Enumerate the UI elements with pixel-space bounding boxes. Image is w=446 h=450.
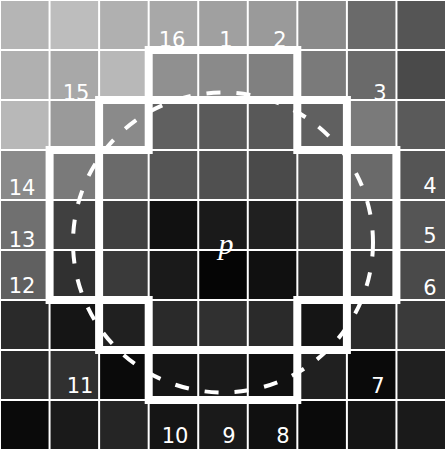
pixel-cell (348, 401, 396, 449)
callout-number: 14 (9, 178, 36, 199)
pixel-cell (298, 151, 346, 199)
pixel-cell (298, 301, 346, 349)
callout-number: 3 (373, 83, 386, 104)
pixel-cell (100, 401, 148, 449)
pixel-cell (249, 201, 297, 249)
pixel-cell (1, 301, 49, 349)
pixel-cell (51, 351, 99, 399)
pixel-cell (298, 1, 346, 49)
pixel-cell (298, 51, 346, 99)
pixel-cell (1, 251, 49, 299)
pixel-cell (298, 401, 346, 449)
pixel-cell (298, 351, 346, 399)
callout-number: 9 (222, 426, 235, 447)
ring-outline (99, 100, 347, 350)
pixel-cell (249, 1, 297, 49)
pixel-cell (249, 251, 297, 299)
pixel-cell (249, 101, 297, 149)
pixel-cell (150, 51, 198, 99)
pixel-cell (100, 1, 148, 49)
callout-number: 13 (9, 230, 36, 251)
pixel-cell (397, 201, 445, 249)
callout-number: 6 (423, 278, 436, 299)
pixel-cell (1, 351, 49, 399)
pixel-cell (249, 51, 297, 99)
pixel-cell (199, 151, 247, 199)
pixel-cell (348, 301, 396, 349)
pixel-cell (397, 401, 445, 449)
callout-number: 1 (219, 30, 232, 51)
callout-number: 10 (162, 426, 189, 447)
pixel-cell (348, 51, 396, 99)
pixel-cell (1, 1, 49, 49)
pixel-cell (150, 151, 198, 199)
callout-number: 12 (9, 276, 36, 297)
pixel-cell (100, 101, 148, 149)
callout-number: 11 (67, 376, 94, 397)
pixel-cell (348, 351, 396, 399)
pixel-cell (397, 151, 445, 199)
pixel-cell (249, 301, 297, 349)
pixel-cell (1, 101, 49, 149)
callout-number: 15 (63, 83, 90, 104)
pixel-cell (1, 51, 49, 99)
callout-number: 8 (276, 426, 289, 447)
pixel-cell (397, 1, 445, 49)
pixel-cell (51, 301, 99, 349)
center-pixel-label: p (219, 229, 234, 259)
pixel-cell (397, 101, 445, 149)
pixel-cell (1, 401, 49, 449)
pixel-cell (348, 101, 396, 149)
pixel-cell (298, 251, 346, 299)
pixel-cell (100, 151, 148, 199)
pixel-cell (199, 401, 247, 449)
callout-number: 7 (371, 376, 384, 397)
pixel-cell (100, 351, 148, 399)
pixel-cell (298, 201, 346, 249)
callout-number: 16 (159, 30, 186, 51)
pixel-cell (51, 1, 99, 49)
pixel-cell (298, 101, 346, 149)
pixel-cell (348, 251, 396, 299)
pixel-cell (100, 251, 148, 299)
pixel-cell (249, 401, 297, 449)
pixel-cell (51, 401, 99, 449)
pixel-cell (249, 351, 297, 399)
pixel-cell (1, 151, 49, 199)
pixel-cell (397, 351, 445, 399)
pixel-cell (348, 1, 396, 49)
pixel-cell (100, 301, 148, 349)
pixel-cell (150, 301, 198, 349)
ring-outline (50, 50, 397, 400)
pixel-cell (199, 101, 247, 149)
callout-number: 5 (423, 226, 436, 247)
pixel-cell (249, 151, 297, 199)
pixel-cell (397, 301, 445, 349)
pixel-cell (100, 51, 148, 99)
pixel-cell (51, 101, 99, 149)
pixel-cell (100, 201, 148, 249)
pixel-cell (397, 251, 445, 299)
pixel-cell (150, 201, 198, 249)
pixel-cell (150, 401, 198, 449)
pixel-cell (150, 251, 198, 299)
bresenham-circle (73, 93, 373, 393)
pixel-cell (199, 301, 247, 349)
callout-number: 4 (423, 176, 436, 197)
pixel-cell (397, 51, 445, 99)
callout-number: 2 (273, 30, 286, 51)
